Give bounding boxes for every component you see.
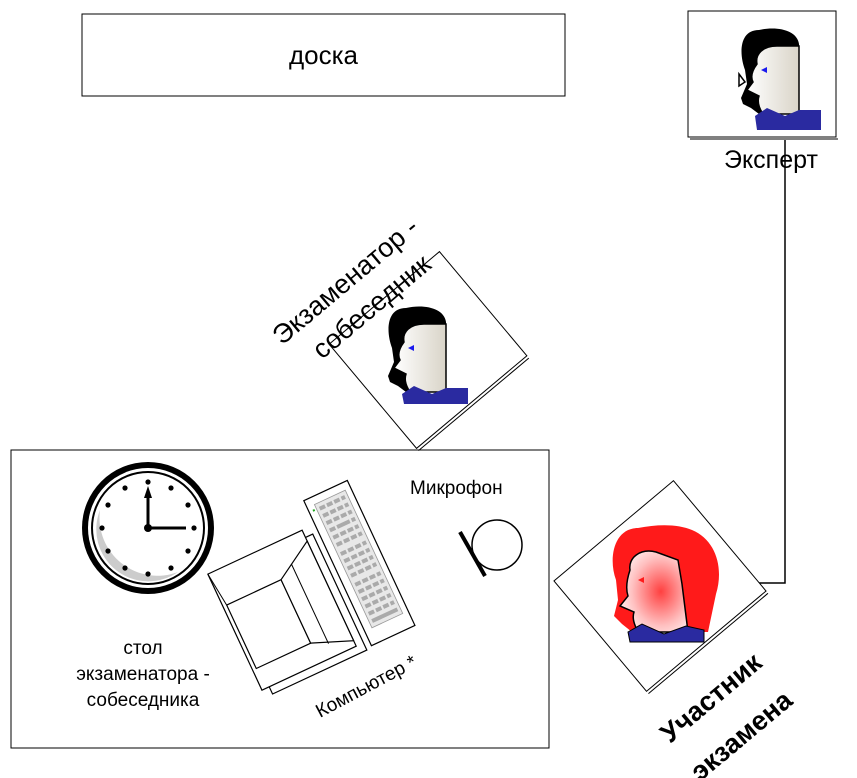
examiner-person-icon <box>388 306 468 404</box>
clock-icon <box>82 462 214 594</box>
board-label: доска <box>288 40 359 70</box>
microphone-icon <box>458 519 523 577</box>
expert-card <box>687 10 838 140</box>
expert-person-icon <box>738 28 821 130</box>
board-box <box>81 13 566 97</box>
microphone-label: Микрофон <box>410 478 503 499</box>
examiner-desk <box>10 449 550 749</box>
desk-label: стол экзаменатора - собеседника <box>28 636 258 714</box>
desk-label-line1: стол <box>123 638 163 659</box>
computer-group <box>207 479 416 695</box>
monitor-icon <box>207 529 368 695</box>
connection-line <box>726 140 786 584</box>
keyboard-icon <box>303 479 416 647</box>
examiner-card <box>328 250 530 452</box>
desk-label-line2: экзаменатора - <box>76 664 210 685</box>
participant-card <box>553 480 769 694</box>
participant-person-icon <box>612 525 719 643</box>
desk-label-line3: собеседника <box>86 690 200 711</box>
expert-label: Эксперт <box>724 146 818 174</box>
